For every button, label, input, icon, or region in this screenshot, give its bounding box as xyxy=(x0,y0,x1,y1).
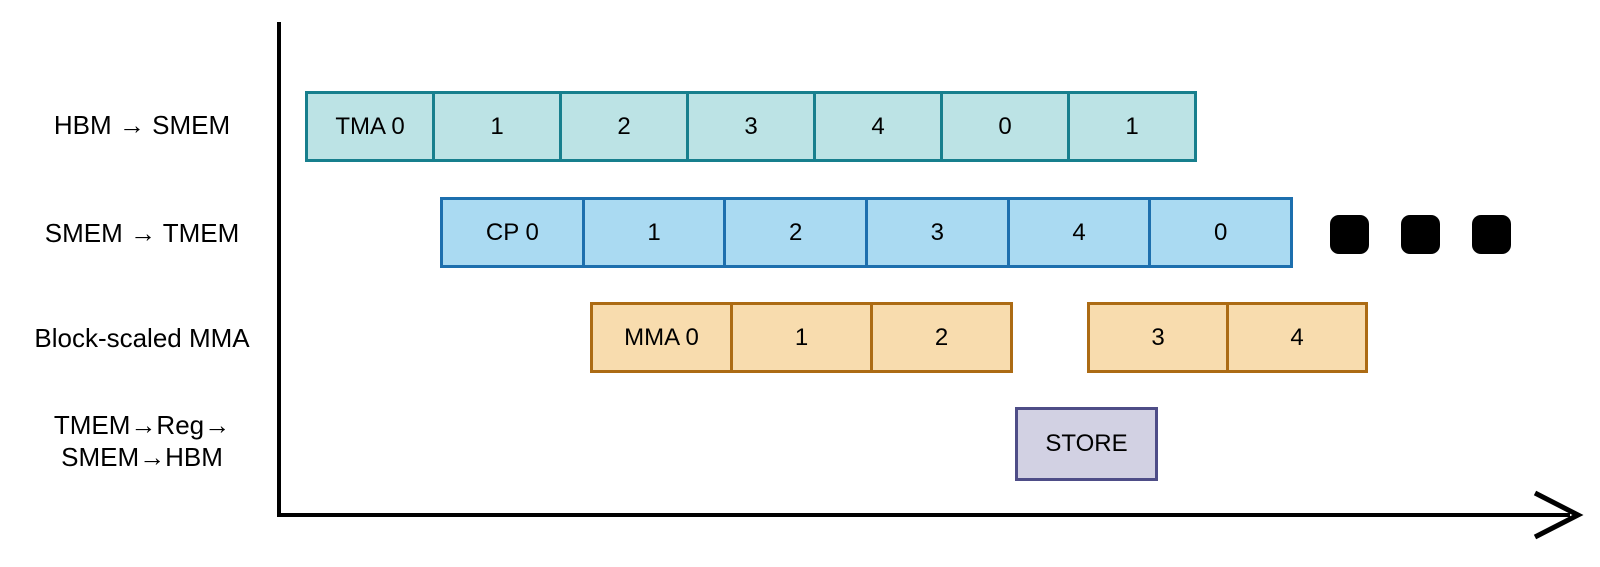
mma-cell-3: 3 xyxy=(1151,323,1165,351)
cp-cell-5: 0 xyxy=(1148,200,1290,265)
tma-cell-4: 4 xyxy=(813,94,940,159)
mma-bar-group-1: MMA 0 1 2 xyxy=(590,302,1013,373)
tma-cell-0: TMA 0 xyxy=(335,112,405,140)
store-box: STORE xyxy=(1015,407,1158,481)
row-label-smem-tmem: SMEM → TMEM xyxy=(44,218,240,248)
ellipsis-dots xyxy=(1330,215,1511,254)
ellipsis-square-icon xyxy=(1330,215,1369,254)
cp-cell-2: 2 xyxy=(723,200,865,265)
tma-cell-1: 1 xyxy=(432,94,559,159)
row-label-tmem-reg-smem-hbm: TMEM→Reg→ SMEM→HBM xyxy=(16,409,268,473)
cp-cell-3: 3 xyxy=(865,200,1007,265)
cp-cell-1: 1 xyxy=(581,200,724,265)
tma-cell-2: 2 xyxy=(559,94,686,159)
row-label-hbm-smem: HBM → SMEM xyxy=(53,110,231,140)
mma-bar-group-2: 3 4 xyxy=(1087,302,1368,373)
cp-cell-4: 4 xyxy=(1006,200,1149,265)
cp-cell-0: CP 0 xyxy=(485,218,539,246)
tma-cell-5: 0 xyxy=(940,94,1067,159)
cp-bar: CP 0 1 2 3 4 0 xyxy=(440,197,1293,268)
tma-cell-3: 3 xyxy=(686,94,813,159)
mma-cell-0: MMA 0 xyxy=(624,323,699,351)
row-labels-column: HBM → SMEM SMEM → TMEM Block-scaled MMA … xyxy=(16,0,268,567)
mma-cell-4: 4 xyxy=(1226,305,1365,370)
tma-bar: TMA 0 1 2 3 4 0 1 xyxy=(305,91,1197,162)
ellipsis-square-icon xyxy=(1472,215,1511,254)
x-axis-arrowhead xyxy=(1533,490,1584,540)
mma-cell-1: 1 xyxy=(730,305,870,370)
row-label-line-2: SMEM→HBM xyxy=(61,442,223,472)
row-label-block-scaled-mma: Block-scaled MMA xyxy=(34,323,250,353)
ellipsis-square-icon xyxy=(1401,215,1440,254)
row-label-line-1: TMEM→Reg→ xyxy=(53,410,231,440)
tma-cell-6: 1 xyxy=(1067,94,1194,159)
mma-cell-2: 2 xyxy=(870,305,1010,370)
store-label: STORE xyxy=(1045,430,1128,457)
